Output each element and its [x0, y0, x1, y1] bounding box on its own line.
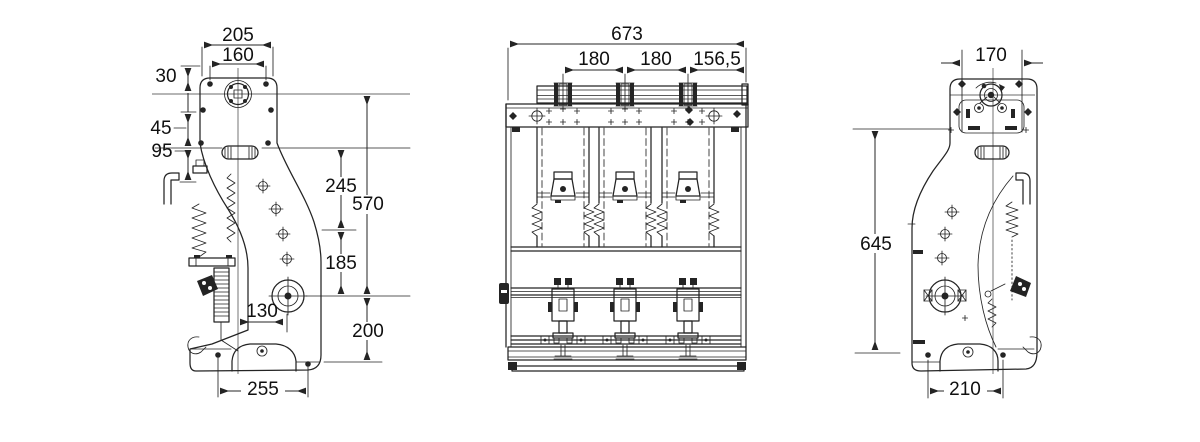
dim-673: 673: [510, 24, 744, 48]
side-plate-outline: [911, 78, 1038, 372]
spring-drive-assembly: [984, 172, 1031, 328]
pole-2: [594, 83, 656, 359]
front-extension-lines: [507, 47, 747, 101]
dim-205: 205: [204, 25, 271, 49]
dim-255: 255: [220, 379, 306, 400]
aux-spring: [226, 173, 236, 243]
dim-label-200: 200: [352, 321, 384, 342]
base-frame: [507, 346, 747, 372]
spring-drive-assembly: [163, 159, 239, 352]
mounting-holes: [198, 81, 311, 367]
frame-columns: [505, 103, 747, 348]
left-extension-lines: [154, 46, 411, 398]
foot-clip: [1022, 336, 1042, 355]
dim-label-180a: 180: [578, 49, 610, 70]
oval-slot: [974, 145, 1010, 160]
hook: [1015, 172, 1031, 205]
aux-spring: [987, 298, 997, 328]
dim-label-205: 205: [222, 25, 254, 46]
motor-unit: [197, 275, 218, 296]
side-handle: [499, 283, 509, 304]
right-side-view: 170 645 210: [852, 45, 1043, 400]
oval-slot: [221, 145, 259, 160]
dim-185: 185: [323, 232, 359, 294]
base-arch-cutout: [939, 343, 999, 372]
motor-unit: [1010, 276, 1031, 297]
dim-label-645: 645: [860, 234, 892, 255]
dim-label-160: 160: [222, 45, 254, 66]
inner-curve: [977, 175, 1014, 348]
dim-210: 210: [930, 379, 1001, 400]
dim-label-30: 30: [155, 66, 176, 87]
dim-645: 645: [854, 131, 898, 350]
pole-3: [657, 83, 719, 359]
dim-label-255: 255: [247, 379, 279, 400]
dim-label-180b: 180: [640, 49, 672, 70]
arch-hole: [256, 345, 268, 357]
left-side-view: 205 160 30 45 95 245 570 185: [150, 25, 411, 400]
dim-570: 570: [349, 96, 387, 294]
side-plate-outline: [189, 77, 322, 372]
cross-rails: [510, 246, 742, 345]
dim-label-156-5: 156,5: [693, 49, 741, 70]
shaft-hub: [224, 80, 252, 108]
dim-label-185: 185: [325, 253, 357, 274]
dim-label-210: 210: [949, 379, 981, 400]
dim-200: 200: [350, 298, 386, 360]
dim-label-570: 570: [352, 194, 384, 215]
dim-30-45-95: 30 45 95: [150, 66, 192, 180]
dim-245: 245: [323, 150, 359, 228]
dim-label-95: 95: [151, 141, 172, 162]
pole-1: [532, 83, 594, 359]
drive-screw: [213, 267, 230, 323]
dim-label-673: 673: [611, 24, 643, 45]
dim-170: 170: [941, 45, 1043, 67]
cam-mechanism: [974, 81, 1007, 113]
main-spring: [1005, 201, 1019, 238]
dim-label-170: 170: [975, 45, 1007, 66]
right-extension-lines: [852, 49, 1023, 399]
dim-label-130: 130: [246, 301, 278, 322]
main-spring: [191, 203, 207, 258]
arch-hole: [962, 346, 974, 358]
front-view: 673 180 180 156,5: [499, 24, 749, 372]
dim-label-45: 45: [150, 118, 171, 139]
mounting-holes: [913, 80, 1032, 358]
base-arch-cutout: [231, 343, 297, 372]
dim-130: 130: [240, 301, 283, 326]
dim-label-245: 245: [325, 176, 357, 197]
dim-160: 160: [212, 45, 264, 68]
hook: [163, 172, 180, 205]
pivot-wings: [923, 289, 967, 302]
foot-clip: [187, 336, 207, 355]
dim-180-180-156: 180 180 156,5: [565, 49, 744, 74]
